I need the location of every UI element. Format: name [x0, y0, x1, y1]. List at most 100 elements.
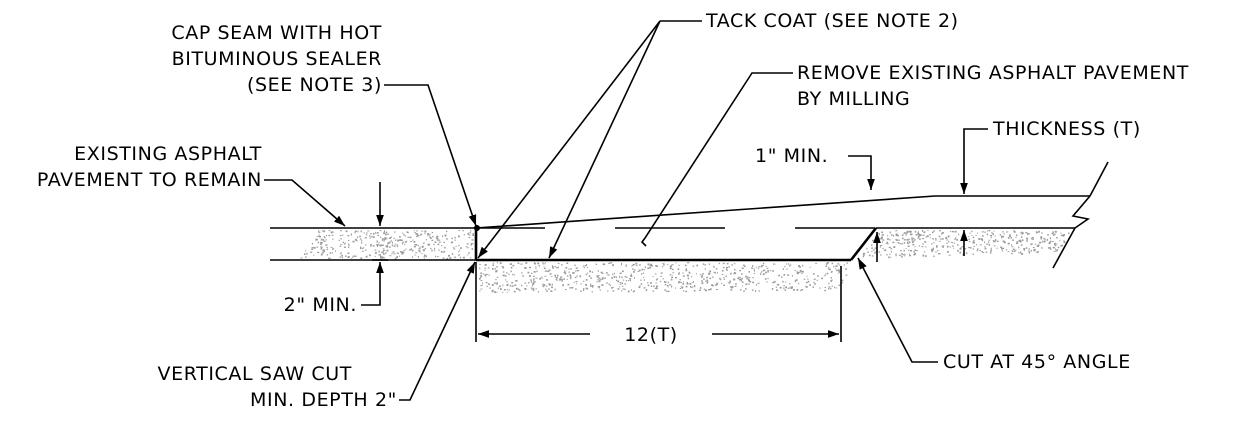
aggregate-speck — [887, 242, 889, 245]
aggregate-speck — [429, 233, 431, 236]
aggregate-speck — [880, 237, 883, 240]
aggregate-speck — [897, 242, 900, 244]
aggregate-speck — [497, 287, 499, 290]
aggregate-speck — [470, 257, 472, 259]
aggregate-speck — [911, 237, 913, 239]
aggregate-speck — [546, 279, 548, 281]
aggregate-speck — [379, 230, 382, 232]
aggregate-speck — [671, 264, 674, 266]
aggregate-speck — [384, 237, 386, 239]
aggregate-speck — [454, 239, 456, 241]
aggregate-speck — [451, 237, 453, 240]
aggregate-speck — [749, 277, 751, 279]
aggregate-speck — [316, 238, 318, 241]
aggregate-speck — [534, 263, 536, 265]
aggregate-speck — [377, 234, 379, 237]
aggregate-speck — [381, 251, 384, 254]
aggregate-speck — [630, 289, 632, 291]
aggregate-speck — [893, 235, 894, 237]
aggregate-speck — [1001, 247, 1003, 250]
aggregate-speck — [667, 290, 670, 293]
aggregate-speck — [993, 245, 996, 247]
aggregate-speck — [625, 280, 627, 282]
aggregate-speck — [836, 269, 838, 271]
aggregate-speck — [735, 283, 737, 285]
aggregate-speck — [647, 267, 650, 270]
aggregate-speck — [391, 241, 393, 244]
aggregate-speck — [845, 268, 847, 270]
aggregate-speck — [583, 288, 585, 290]
aggregate-speck — [969, 247, 972, 249]
aggregate-speck — [828, 288, 830, 290]
aggregate-speck — [889, 253, 891, 255]
aggregate-speck — [412, 256, 413, 258]
aggregate-speck — [432, 235, 434, 238]
aggregate-speck — [583, 280, 585, 282]
aggregate-speck — [418, 248, 421, 250]
aggregate-speck — [318, 231, 321, 233]
aggregate-speck — [365, 249, 367, 251]
aggregate-speck — [1007, 242, 1010, 245]
aggregate-speck — [502, 271, 505, 273]
aggregate-speck — [1060, 235, 1063, 237]
aggregate-speck — [878, 238, 881, 240]
aggregate-speck — [949, 246, 951, 248]
aggregate-speck — [505, 279, 507, 281]
aggregate-speck — [863, 252, 866, 255]
aggregate-speck — [1063, 241, 1066, 244]
aggregate-speck — [1011, 244, 1012, 246]
aggregate-speck — [986, 233, 988, 236]
aggregate-speck — [931, 249, 933, 251]
aggregate-speck — [596, 275, 599, 277]
aggregate-speck — [542, 262, 544, 264]
aggregate-speck — [383, 253, 385, 255]
aggregate-speck — [892, 234, 893, 236]
aggregate-speck — [650, 285, 653, 287]
aggregate-speck — [988, 244, 991, 246]
aggregate-speck — [662, 278, 664, 280]
aggregate-speck — [394, 257, 397, 260]
aggregate-speck — [785, 263, 788, 265]
aggregate-speck — [760, 265, 763, 267]
aggregate-speck — [924, 241, 927, 243]
aggregate-speck — [716, 289, 718, 290]
aggregate-speck — [725, 275, 727, 278]
aggregate-speck — [785, 286, 788, 289]
cap-seam-dot — [474, 225, 480, 231]
remove-existing-label-line1: REMOVE EXISTING ASPHALT PAVEMENT — [797, 62, 1189, 84]
aggregate-speck — [675, 287, 676, 289]
aggregate-speck — [396, 244, 399, 246]
aggregate-speck — [361, 247, 364, 249]
aggregate-speck — [932, 231, 934, 234]
aggregate-speck — [510, 266, 513, 269]
aggregate-speck — [892, 241, 895, 244]
aggregate-speck — [1028, 250, 1030, 252]
aggregate-speck — [313, 254, 315, 256]
vertical-saw-label-line2: MIN. DEPTH 2" — [250, 389, 397, 411]
aggregate-speck — [763, 269, 764, 272]
aggregate-speck — [956, 238, 958, 241]
aggregate-speck — [831, 285, 834, 287]
aggregate-speck — [417, 245, 419, 247]
aggregate-speck — [551, 265, 553, 267]
aggregate-speck — [912, 244, 915, 246]
aggregate-speck — [990, 247, 992, 249]
aggregate-speck — [1053, 234, 1055, 236]
aggregate-speck — [491, 289, 494, 292]
aggregate-speck — [635, 262, 638, 265]
aggregate-speck — [902, 254, 905, 256]
aggregate-speck — [484, 264, 487, 266]
aggregate-speck — [535, 288, 537, 290]
aggregate-speck — [752, 281, 754, 284]
vertical-saw-leader — [399, 261, 476, 401]
aggregate-speck — [766, 267, 769, 270]
aggregate-speck — [610, 284, 611, 286]
aggregate-speck — [1020, 232, 1022, 234]
aggregate-speck — [322, 249, 325, 251]
aggregate-speck — [696, 264, 699, 267]
aggregate-speck — [320, 236, 321, 238]
aggregate-speck — [1062, 234, 1065, 236]
aggregate-speck — [1048, 242, 1051, 245]
aggregate-speck — [597, 270, 599, 272]
aggregate-speck — [1055, 249, 1058, 252]
